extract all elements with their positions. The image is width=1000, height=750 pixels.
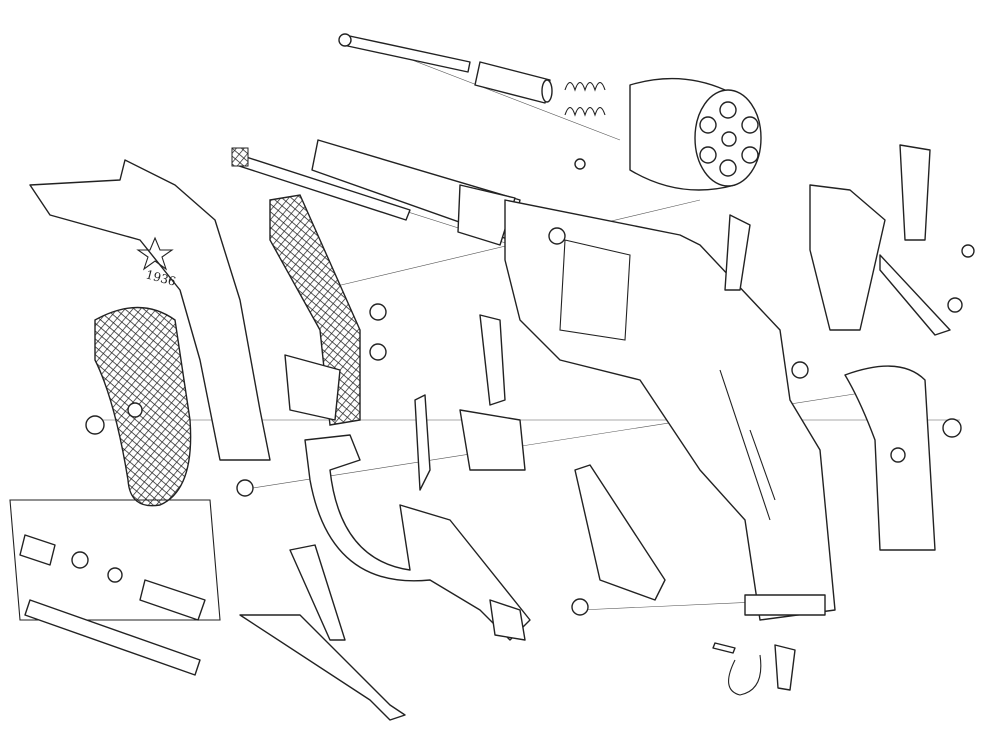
small-pins xyxy=(712,642,796,696)
ejector-rod xyxy=(338,33,471,73)
main-spring xyxy=(239,544,406,721)
frame xyxy=(504,199,836,621)
right-grip-panel xyxy=(844,365,936,551)
barrel xyxy=(311,139,521,246)
trigger-guard xyxy=(304,434,531,641)
cylinder-axis-bushing xyxy=(474,61,553,104)
side-plate: 1936 xyxy=(29,159,271,461)
rear-parts xyxy=(724,144,951,336)
left-grip-panel xyxy=(94,306,192,507)
inset-accessory-parts xyxy=(9,499,221,676)
ejector-tube xyxy=(231,147,411,221)
hammer-and-trigger xyxy=(414,314,526,491)
screws xyxy=(85,158,975,616)
lever-plate xyxy=(489,464,666,641)
cylinder-spring xyxy=(564,81,606,117)
inner-grip-panel xyxy=(269,194,361,426)
cylinder xyxy=(629,77,762,191)
